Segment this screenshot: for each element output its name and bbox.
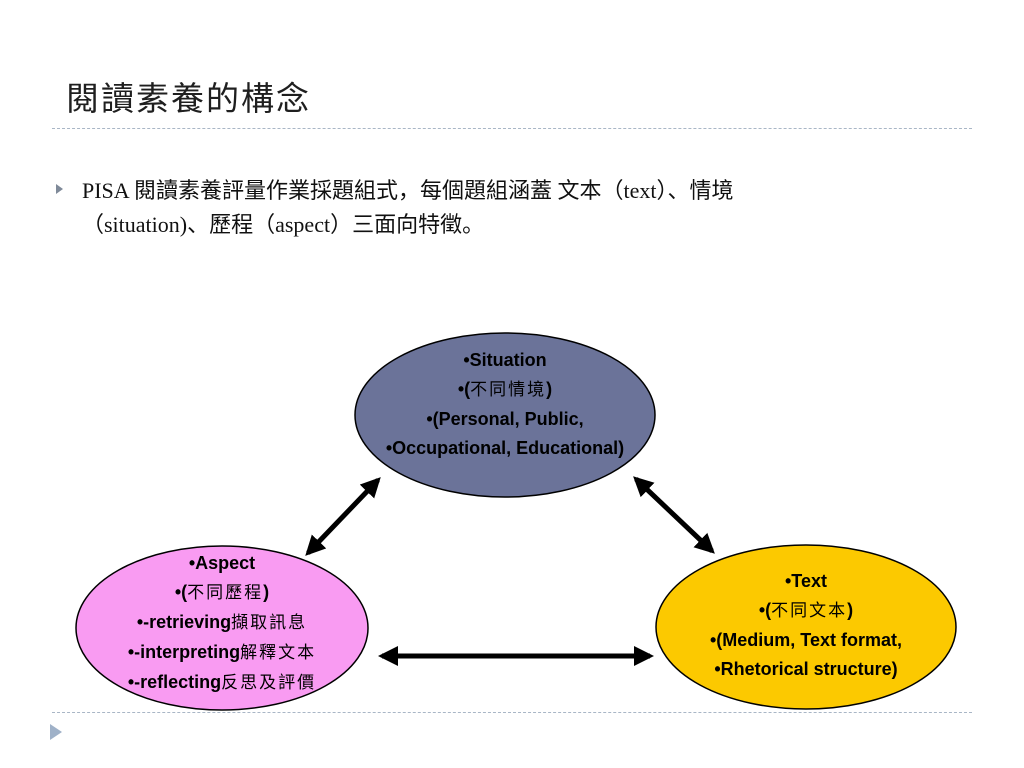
aspect-line-5: •-reflecting反思及評價 (127, 672, 317, 693)
aspect-line-2: •(不同歷程) (174, 582, 270, 603)
situation-ellipse (354, 332, 656, 498)
aspect-ellipse (75, 545, 369, 711)
aspect-line-3: •-retrieving擷取訊息 (136, 612, 308, 633)
bullet-line-2: （situation)、歷程（aspect）三面向特徵。 (82, 212, 485, 237)
text-line-3: •(Medium, Text format, (710, 630, 902, 650)
aspect-line-4: •-interpreting解釋文本 (127, 642, 317, 663)
bullet-line-1: PISA 閱讀素養評量作業採題組式，每個題組涵蓋 文本（text）、情境 (82, 178, 734, 203)
text-ellipse (655, 544, 957, 710)
situation-line-1: •Situation (463, 350, 547, 370)
arrow-situation-aspect (305, 477, 381, 556)
bullet-triangle-icon (56, 184, 63, 194)
slide-title: 閱讀素養的構念 (66, 79, 311, 118)
aspect-label: •Aspect •(不同歷程) •-retrieving擷取訊息 •-inter… (72, 549, 372, 698)
text-line-1: •Text (785, 571, 827, 591)
title-divider (52, 128, 972, 129)
text-label: •Text •(不同文本) •(Medium, Text format, •Rh… (656, 567, 956, 684)
bullet-paragraph: PISA 閱讀素養評量作業採題組式，每個題組涵蓋 文本（text）、情境 （si… (82, 174, 962, 242)
situation-line-2: •(不同情境) (457, 379, 553, 400)
text-line-4: •Rhetorical structure) (714, 659, 898, 679)
aspect-line-1: •Aspect (188, 553, 256, 573)
next-slide-arrow-icon[interactable] (50, 724, 62, 740)
footer-divider (52, 712, 972, 713)
situation-line-4: •Occupational, Educational) (385, 438, 625, 458)
text-line-2: •(不同文本) (758, 600, 854, 621)
situation-line-3: •(Personal, Public, (426, 409, 584, 429)
situation-label: •Situation •(不同情境) •(Personal, Public, •… (355, 346, 655, 463)
arrow-situation-text (633, 476, 715, 554)
